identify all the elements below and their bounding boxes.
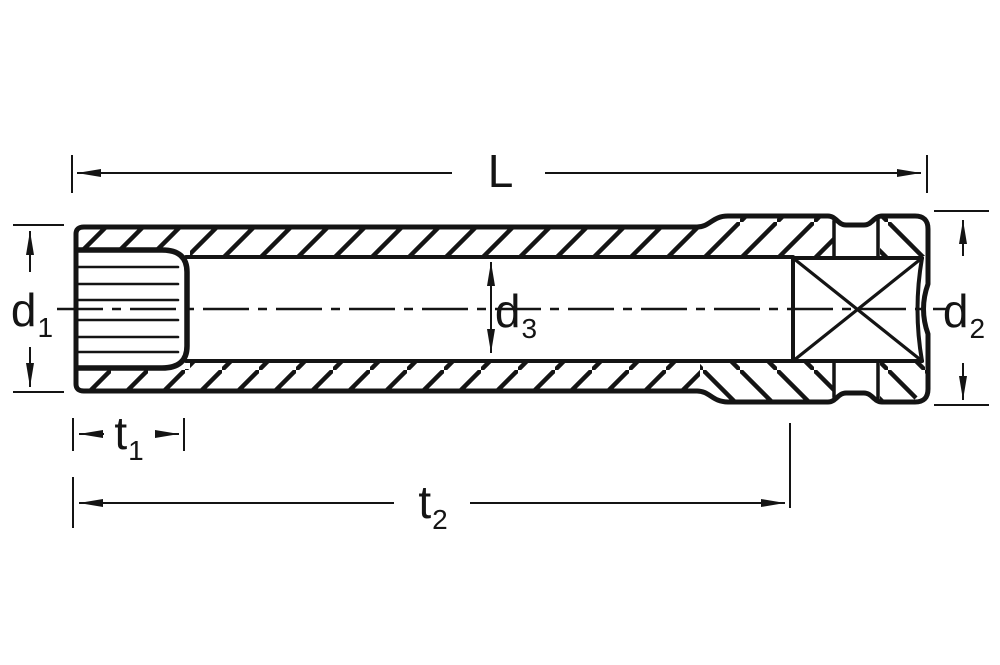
dim-d1 [13,224,64,393]
head-groove-lines [832,215,880,403]
label-d1-base: d [10,284,37,336]
label-d2: d2 [942,285,985,343]
label-length-L: L [488,148,515,194]
label-d2-sub: 2 [969,313,986,344]
label-t1-sub: 1 [128,435,144,466]
label-d3-base: d [494,285,521,337]
label-t2: t2 [418,476,447,534]
dim-t2 [72,423,791,528]
dim-d2 [934,210,989,406]
dim-t1 [72,418,185,451]
spline-teeth [75,265,180,354]
label-length-base: L [487,145,514,197]
label-t1: t1 [114,407,143,465]
label-t2-sub: 2 [432,504,448,535]
section-hatching [77,217,926,401]
inner-bore [184,255,795,363]
label-t1-base: t [114,407,128,459]
label-d1: d1 [10,284,53,342]
square-drive-diagonals [791,256,924,363]
dim-length-L [71,155,928,193]
label-t2-base: t [418,476,432,528]
label-d2-base: d [942,285,969,337]
label-d1-sub: 1 [37,312,54,343]
label-d3-sub: 3 [521,313,538,344]
label-d3: d3 [494,285,537,343]
